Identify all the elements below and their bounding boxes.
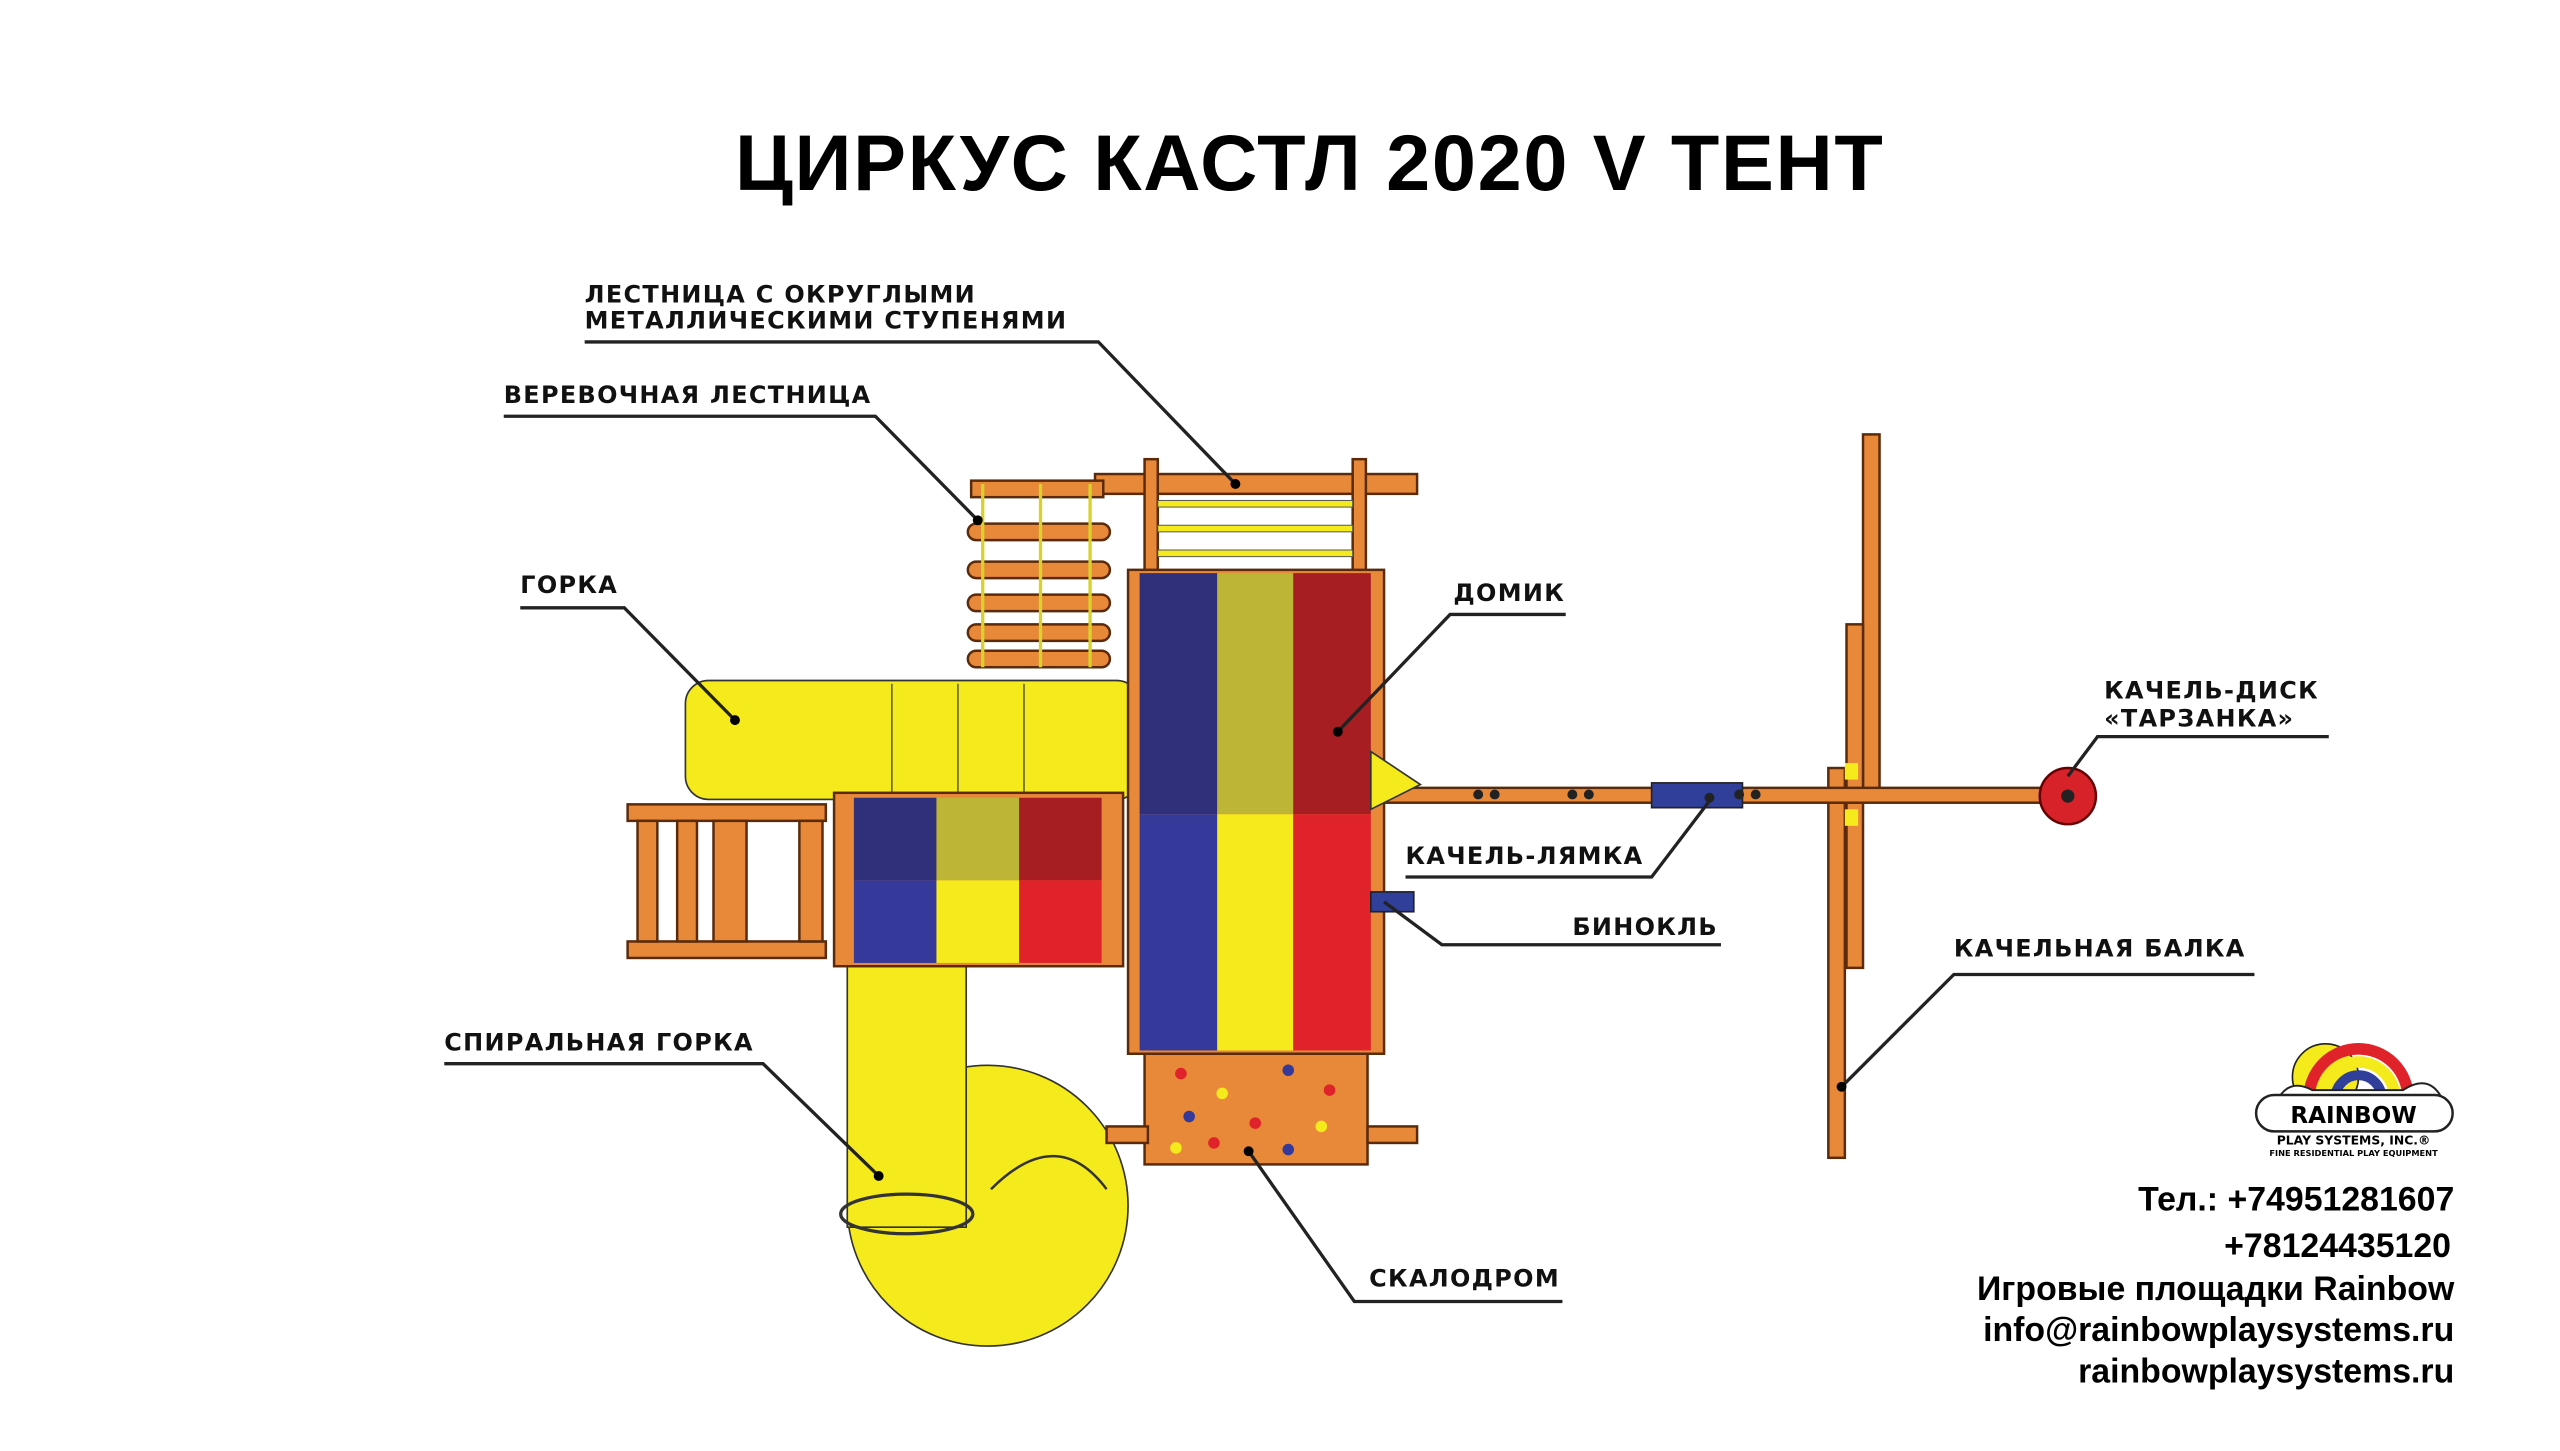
phone-1: Тел.: +74951281607 xyxy=(2138,1181,2454,1219)
website: rainbowplaysystems.ru xyxy=(2078,1352,2454,1390)
label-rope-ladder: ВЕРЕВОЧНАЯ ЛЕСТНИЦА xyxy=(504,381,872,409)
label-house: ДОМИК xyxy=(1453,579,1565,607)
label-disc-swing-line1: КАЧЕЛЬ-ДИСК xyxy=(2104,677,2319,705)
label-strap-swing: КАЧЕЛЬ-ЛЯМКА xyxy=(1406,842,1644,870)
page-title: ЦИРКУС КАСТЛ 2020 V ТЕНТ xyxy=(735,118,1885,207)
label-metal-ladder-line1: ЛЕСТНИЦА С ОКРУГЛЫМИ xyxy=(585,280,976,308)
label-swing-beam: КАЧЕЛЬНАЯ БАЛКА xyxy=(1954,934,2246,962)
slide-drawing xyxy=(684,679,1141,801)
climbing-wall-drawing xyxy=(1105,1052,1419,1166)
spiral-slide-drawing xyxy=(839,962,1129,1347)
side-ladder-drawing xyxy=(626,803,828,960)
leader-lines xyxy=(444,340,2329,1304)
label-climbing-wall: СКАЛОДРОМ xyxy=(1369,1265,1560,1293)
email: info@rainbowplaysystems.ru xyxy=(1983,1311,2454,1349)
svg-text:FINE RESIDENTIAL PLAY EQUIPMEN: FINE RESIDENTIAL PLAY EQUIPMENT xyxy=(2269,1148,2438,1158)
metal-ladder-drawing xyxy=(1093,457,1419,577)
label-disc-swing-line2: «ТАРЗАНКА» xyxy=(2104,705,2294,733)
rainbow-logo: RAINBOW PLAY SYSTEMS, INC.® FINE RESIDEN… xyxy=(2254,1043,2454,1158)
house-drawing xyxy=(1126,568,1423,1055)
binoculars-icon xyxy=(1370,891,1415,913)
svg-text:RAINBOW: RAINBOW xyxy=(2290,1103,2416,1129)
swing-beam-drawing xyxy=(1366,433,2098,1160)
small-roof-drawing xyxy=(832,791,1125,968)
contacts: Тел.: +74951281607 +78124435120 Игровые … xyxy=(1977,1181,2455,1391)
company-name: Игровые площадки Rainbow xyxy=(1977,1270,2455,1308)
label-binoculars: БИНОКЛЬ xyxy=(1572,913,1718,941)
label-slide: ГОРКА xyxy=(520,571,618,599)
label-spiral-slide: СПИРАЛЬНАЯ ГОРКА xyxy=(444,1028,754,1056)
phone-2: +78124435120 xyxy=(2224,1227,2451,1265)
rope-ladder-drawing xyxy=(966,479,1112,669)
label-metal-ladder-line2: МЕТАЛЛИЧЕСКИМИ СТУПЕНЯМИ xyxy=(585,307,1068,335)
svg-text:PLAY SYSTEMS, INC.®: PLAY SYSTEMS, INC.® xyxy=(2277,1134,2431,1148)
